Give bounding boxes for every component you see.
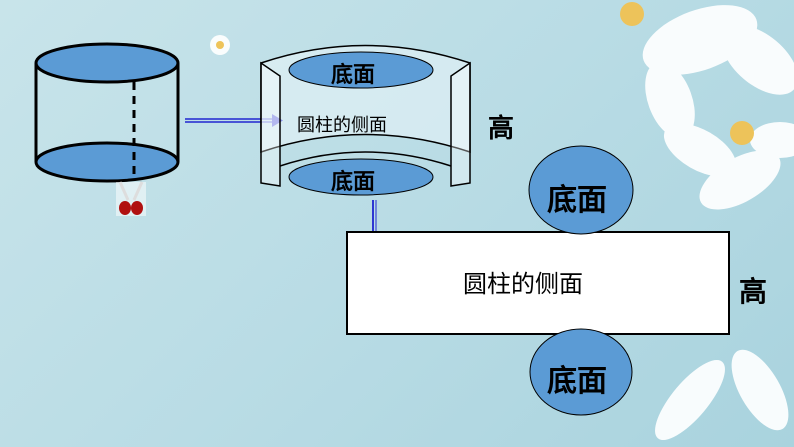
height-label-large: 高 [739, 275, 768, 308]
lateral-label-small: 圆柱的侧面 [297, 115, 387, 136]
base-circle-label-bottom: 底面 [547, 364, 607, 399]
base-circle-top [528, 145, 634, 235]
base-label-top: 底面 [331, 63, 376, 88]
decorative-flowers [210, 2, 794, 441]
base-circle-label-top: 底面 [547, 183, 607, 218]
bottom-base-ellipse [288, 158, 434, 196]
scissors-icon [116, 181, 146, 216]
base-label-bottom: 底面 [331, 170, 376, 195]
cylinder [34, 42, 180, 183]
height-label-small: 高 [488, 114, 515, 144]
lateral-label-large: 圆柱的侧面 [463, 270, 583, 298]
unrolled-rectangle [346, 231, 730, 335]
base-circle-bottom [529, 328, 633, 416]
top-base-ellipse [288, 51, 434, 89]
